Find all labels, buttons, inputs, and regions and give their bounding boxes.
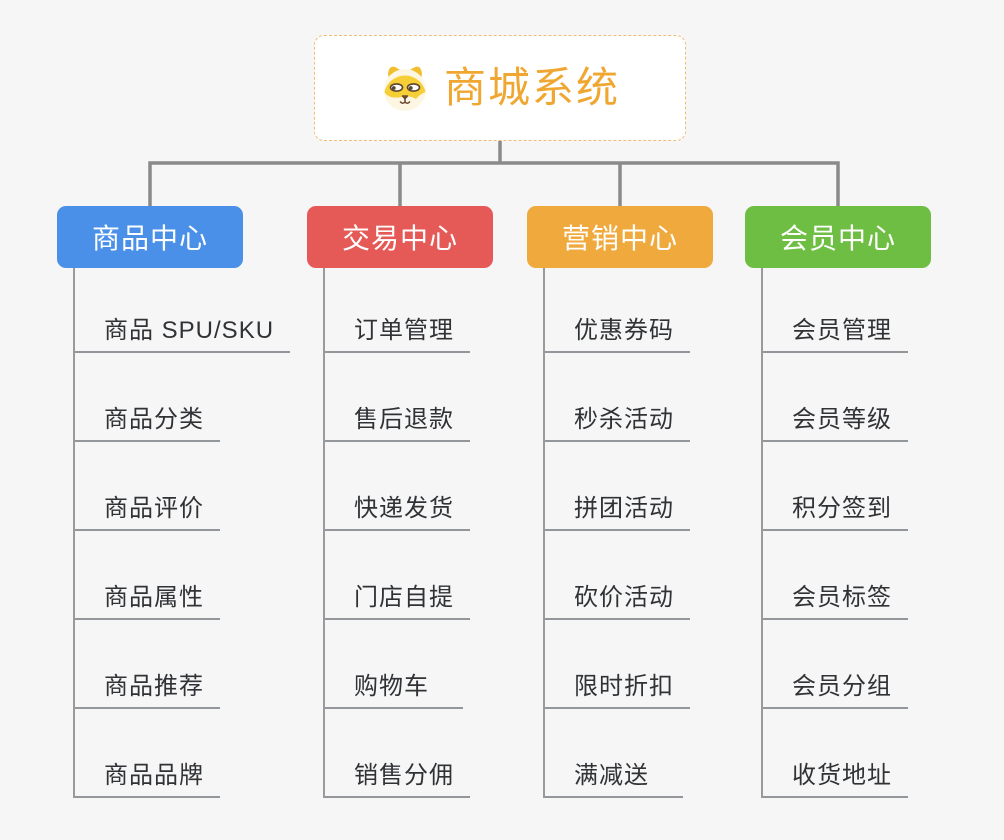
branch-items-trade-center: 订单管理 售后退款 快递发货 门店自提 购物车 销售分佣 bbox=[323, 268, 493, 798]
branch-member-center: 会员中心 会员管理 会员等级 积分签到 会员标签 会员分组 收货地址 bbox=[745, 206, 931, 798]
tree-item[interactable]: 会员分组 bbox=[761, 620, 908, 709]
tree-item[interactable]: 限时折扣 bbox=[543, 620, 690, 709]
tree-item[interactable]: 积分签到 bbox=[761, 442, 908, 531]
tree-item[interactable]: 拼团活动 bbox=[543, 442, 690, 531]
tree-item[interactable]: 会员标签 bbox=[761, 531, 908, 620]
branch-items-member-center: 会员管理 会员等级 积分签到 会员标签 会员分组 收货地址 bbox=[761, 268, 931, 798]
tree-item[interactable]: 订单管理 bbox=[323, 268, 470, 353]
root-title: 商城系统 bbox=[443, 64, 620, 111]
tree-item[interactable]: 售后退款 bbox=[323, 353, 470, 442]
tree-item[interactable]: 满减送 bbox=[543, 709, 683, 798]
branch-header-product-center[interactable]: 商品中心 bbox=[57, 206, 243, 268]
tree-item[interactable]: 商品分类 bbox=[73, 353, 220, 442]
tree-item[interactable]: 商品推荐 bbox=[73, 620, 220, 709]
root-node[interactable]: 商城系统 bbox=[314, 35, 686, 141]
branch-header-member-center[interactable]: 会员中心 bbox=[745, 206, 931, 268]
tree-item[interactable]: 销售分佣 bbox=[323, 709, 470, 798]
dog-face-icon bbox=[380, 64, 430, 112]
branch-trade-center: 交易中心 订单管理 售后退款 快递发货 门店自提 购物车 销售分佣 bbox=[307, 206, 493, 798]
branch-product-center: 商品中心 商品 SPU/SKU 商品分类 商品评价 商品属性 商品推荐 商品品牌 bbox=[57, 206, 291, 798]
branch-header-trade-center[interactable]: 交易中心 bbox=[307, 206, 493, 268]
tree-item[interactable]: 秒杀活动 bbox=[543, 353, 690, 442]
tree-item[interactable]: 会员管理 bbox=[761, 268, 908, 353]
branch-header-marketing-center[interactable]: 营销中心 bbox=[527, 206, 713, 268]
branch-items-marketing-center: 优惠券码 秒杀活动 拼团活动 砍价活动 限时折扣 满减送 bbox=[543, 268, 713, 798]
tree-item[interactable]: 优惠券码 bbox=[543, 268, 690, 353]
tree-item[interactable]: 商品属性 bbox=[73, 531, 220, 620]
tree-item[interactable]: 快递发货 bbox=[323, 442, 470, 531]
tree-item[interactable]: 砍价活动 bbox=[543, 531, 690, 620]
tree-item[interactable]: 收货地址 bbox=[761, 709, 908, 798]
tree-item[interactable]: 会员等级 bbox=[761, 353, 908, 442]
tree-item[interactable]: 门店自提 bbox=[323, 531, 470, 620]
tree-item[interactable]: 商品评价 bbox=[73, 442, 220, 531]
branch-items-product-center: 商品 SPU/SKU 商品分类 商品评价 商品属性 商品推荐 商品品牌 bbox=[73, 268, 291, 798]
tree-item[interactable]: 购物车 bbox=[323, 620, 463, 709]
tree-item[interactable]: 商品 SPU/SKU bbox=[73, 268, 291, 353]
branch-marketing-center: 营销中心 优惠券码 秒杀活动 拼团活动 砍价活动 限时折扣 满减送 bbox=[527, 206, 713, 798]
tree-item[interactable]: 商品品牌 bbox=[73, 709, 220, 798]
